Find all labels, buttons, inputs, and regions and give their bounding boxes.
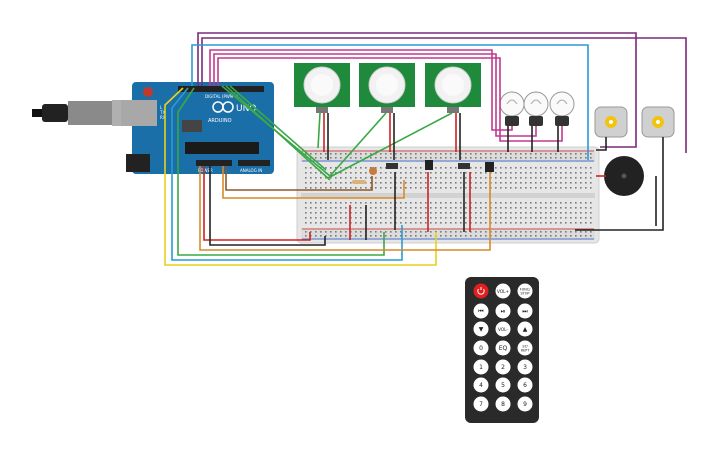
remote-button-label: ST/ [522,345,528,349]
remote-button-label: 1 [479,364,483,371]
arduino-uno-board[interactable]: UNO ARDUINO DIGITAL (PWM~) POWER ANALOG … [121,82,274,174]
remote-power-button[interactable] [473,283,489,299]
remote-button[interactable]: ▼ [473,321,489,337]
analog-label: ANALOG IN [240,168,262,173]
remote-button[interactable]: 4 [473,377,489,393]
arduino-model-label: UNO [236,104,256,114]
remote-button[interactable]: 0 [473,340,489,356]
remote-button-label: 5 [501,382,505,389]
remote-button[interactable]: ST/REPT [517,340,533,356]
remote-button-label: 0 [479,345,483,352]
light-bulb-3[interactable] [549,91,575,126]
pir-sensor-3[interactable] [425,63,481,113]
tx-label: TX [159,110,165,115]
remote-button[interactable]: 7 [473,396,489,412]
remote-button[interactable]: VOL- [495,321,511,337]
wires [164,32,687,266]
slide-switch-1[interactable] [386,163,398,169]
remote-button-label: 7 [479,401,483,408]
pir-sensor-1[interactable] [294,63,350,113]
remote-button-label: 3 [523,364,527,371]
remote-button-label: 9 [523,401,527,408]
remote-button-label: ⏯ [501,308,506,315]
analog-header [238,160,270,166]
wire-purple-1 [197,32,637,148]
remote-button[interactable]: 2 [495,359,511,375]
wire-magenta-1 [209,49,513,131]
power-icon [477,287,485,295]
wire-green-2 [225,85,331,181]
wire-black-gnd [209,166,326,246]
remote-button-label: ⏭ [522,308,528,315]
resistor[interactable] [352,180,366,184]
remote-button[interactable]: 8 [495,396,511,412]
ir-remote[interactable]: VOL+ FUNC/STOP ⏮ ⏯ ⏭ ▼ VOL- ▲ 0 EQ ST/REPT 1 2 3 4 5 6 7 8… [465,277,539,423]
remote-button[interactable]: 9 [517,396,533,412]
remote-button[interactable]: ▲ [517,321,533,337]
slide-switch-2[interactable] [458,163,470,169]
remote-button-label: EQ [499,345,508,352]
wire-magenta-3 [217,57,563,142]
remote-button-label: 6 [523,382,527,389]
transistor[interactable] [485,162,494,172]
remote-button[interactable]: ⏮ [473,303,489,319]
wire-green-long [177,87,385,256]
remote-button-label: ⏮ [478,308,484,315]
digital-header [178,86,264,92]
rx-label: RX [160,115,166,120]
remote-button[interactable]: 6 [517,377,533,393]
dc-motor-1[interactable] [594,106,628,138]
remote-button-label: ▼ [479,326,484,333]
wire-magenta-2 [213,53,537,137]
l-label: L [160,105,163,110]
wire-yellow [164,87,437,266]
power-label: POWER [198,168,213,173]
remote-button-label: REPT [521,349,531,353]
usb-cable [32,100,134,126]
wire-green-4 [329,112,387,177]
photoresistor[interactable] [369,167,377,175]
wire-blue-top [191,44,589,160]
pir-sensor-2[interactable] [359,63,415,113]
remote-button-label: STOP [521,292,530,296]
remote-button-label: ▲ [523,326,528,333]
dc-motor-2[interactable] [641,106,675,138]
wire-purple-2 [201,37,687,153]
remote-button[interactable]: FUNC/STOP [517,283,533,299]
arduino-brand-label: ARDUINO [208,118,232,124]
remote-button-label: 4 [479,382,483,389]
light-bulb-1[interactable] [499,91,525,126]
remote-button-label: 2 [501,364,505,371]
remote-button[interactable]: 1 [473,359,489,375]
remote-button-label: VOL+ [497,289,509,294]
remote-button-label: FUNC/ [520,288,531,292]
remote-button-label: VOL- [498,327,508,332]
wire-blue-bottom [171,87,403,261]
remote-button-label: 8 [501,401,505,408]
remote-button[interactable]: VOL+ [495,283,511,299]
digital-label: DIGITAL (PWM~) [205,94,239,99]
wire-green-6 [317,112,321,149]
remote-button[interactable]: ⏯ [495,303,511,319]
wire-red-power [203,166,311,241]
remote-button-grid: VOL+ FUNC/STOP ⏮ ⏯ ⏭ ▼ VOL- ▲ 0 EQ ST/REPT 1 2 3 4 5 6 7 8… [473,283,533,412]
light-bulb-2[interactable] [523,91,549,126]
buzzer[interactable] [604,156,644,196]
wire-orange [222,166,405,199]
remote-button[interactable]: 3 [517,359,533,375]
remote-button[interactable]: EQ [495,340,511,356]
atmega-chip [185,142,259,154]
ir-receiver[interactable] [425,160,433,170]
remote-button[interactable]: ⏭ [517,303,533,319]
power-header [196,160,232,166]
wire-green-3 [229,85,327,171]
remote-button[interactable]: 5 [495,377,511,393]
crystal [182,120,202,132]
reset-button[interactable] [143,87,153,97]
